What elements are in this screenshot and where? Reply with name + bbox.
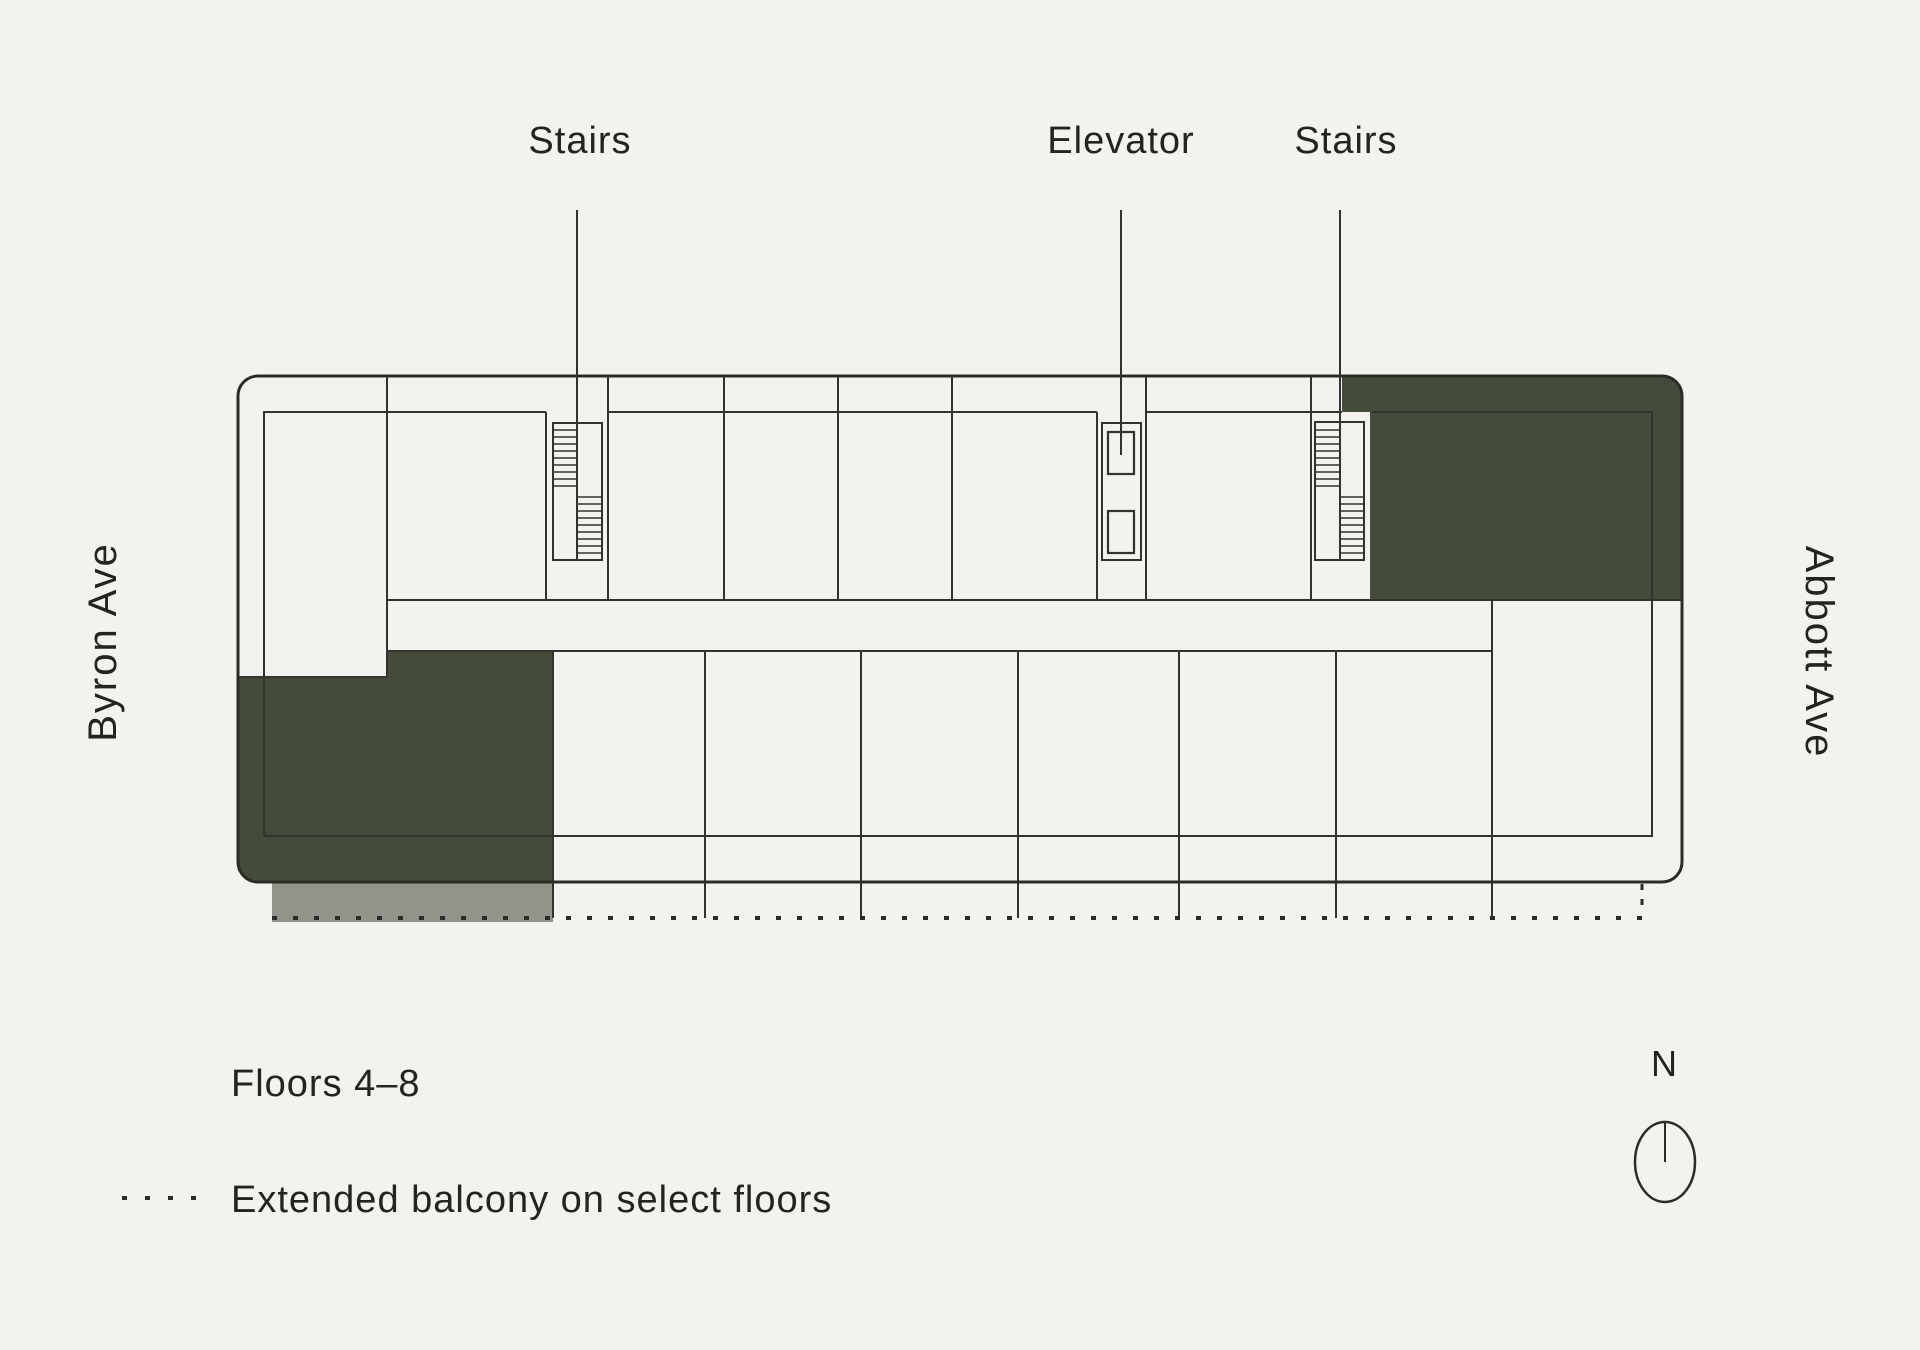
stairs-icon-west bbox=[552, 422, 603, 561]
corridor-lines bbox=[238, 599, 1682, 678]
stairs-west-treads-up bbox=[553, 429, 577, 487]
callout-leader-lines bbox=[576, 210, 1341, 455]
stairs-east-treads-down bbox=[1340, 496, 1364, 554]
upper-unit-partitions bbox=[386, 376, 1312, 677]
building-outline bbox=[236, 374, 1684, 884]
stairs-west-treads-down bbox=[577, 496, 602, 554]
callout-elevator: Elevator bbox=[1047, 120, 1194, 162]
lower-unit-partitions bbox=[552, 600, 1493, 918]
callout-stairs-west: Stairs bbox=[528, 120, 631, 162]
extended-balcony-strip bbox=[272, 882, 553, 922]
compass: N bbox=[1633, 1043, 1697, 1204]
elevator-car-lower bbox=[1106, 509, 1136, 555]
green-unit-southwest bbox=[238, 651, 553, 882]
legend-extended-balcony-label: Extended balcony on select floors bbox=[231, 1179, 832, 1221]
green-unit-northeast bbox=[1342, 376, 1682, 600]
callout-stairs-east: Stairs bbox=[1294, 120, 1397, 162]
street-label-east: Abbott Ave bbox=[1797, 546, 1841, 759]
inner-wall-line bbox=[263, 411, 1653, 837]
street-label-west: Byron Ave bbox=[81, 542, 125, 742]
compass-north-label: N bbox=[1651, 1043, 1677, 1084]
floor-range-label: Floors 4–8 bbox=[231, 1063, 421, 1105]
stairs-east-treads-up bbox=[1315, 429, 1340, 487]
